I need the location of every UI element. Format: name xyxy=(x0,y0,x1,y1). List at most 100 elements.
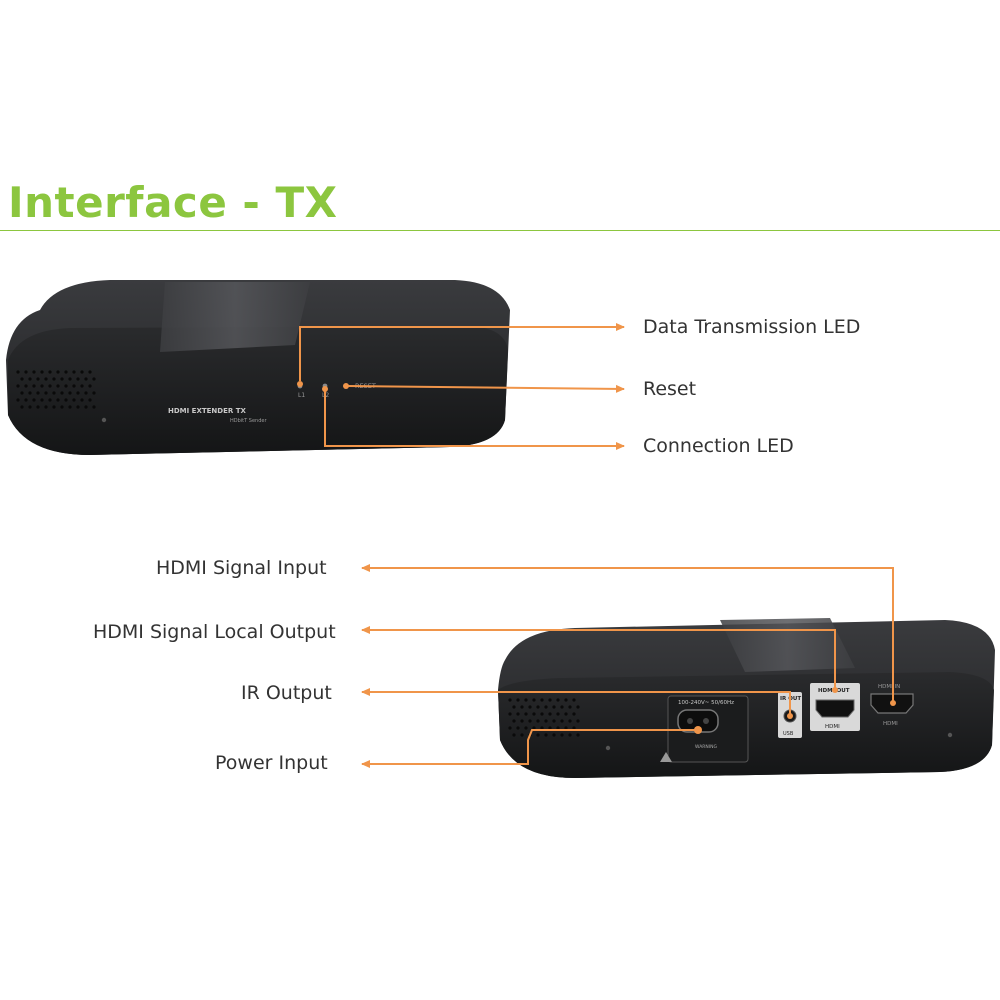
hdmi-in-sub-label: HDMI xyxy=(883,721,898,727)
rear-screw-hole-right xyxy=(947,732,953,738)
vent-hole xyxy=(508,726,512,730)
dot-ir-output xyxy=(787,713,793,719)
vent-hole xyxy=(52,377,56,381)
vent-hole xyxy=(516,726,520,730)
vent-hole xyxy=(40,398,44,402)
hdmi-local-output-port[interactable] xyxy=(815,699,855,718)
vent-hole xyxy=(64,370,68,374)
vent-hole xyxy=(32,384,36,388)
vent-hole xyxy=(512,733,516,737)
callout-hdmi-signal-local-output: HDMI Signal Local Output xyxy=(93,621,336,643)
vent-hole xyxy=(552,719,556,723)
leader-hdmi-signal-input xyxy=(361,564,894,703)
vent-hole xyxy=(88,370,92,374)
vent-hole xyxy=(56,398,60,402)
vent-hole xyxy=(564,698,568,702)
vent-hole xyxy=(556,712,560,716)
vent-hole xyxy=(532,726,536,730)
vent-hole xyxy=(548,712,552,716)
front-device-stripe xyxy=(160,282,310,352)
vent-hole xyxy=(536,719,540,723)
dot-reset xyxy=(343,383,349,389)
vent-hole xyxy=(536,705,540,709)
vent-hole xyxy=(28,391,32,395)
callout-hdmi-signal-input: HDMI Signal Input xyxy=(156,557,327,579)
vent-hole xyxy=(28,405,32,409)
vent-hole xyxy=(16,370,20,374)
vent-hole xyxy=(24,398,28,402)
vent-hole xyxy=(64,384,68,388)
vent-hole xyxy=(548,726,552,730)
vent-hole xyxy=(528,705,532,709)
vent-hole xyxy=(532,712,536,716)
vent-hole xyxy=(560,719,564,723)
rear-vent-grille xyxy=(508,698,580,737)
vent-hole xyxy=(520,719,524,723)
vent-hole xyxy=(524,726,528,730)
vent-hole xyxy=(560,705,564,709)
vent-hole xyxy=(528,719,532,723)
vent-hole xyxy=(16,384,20,388)
front-device-face xyxy=(8,326,508,455)
vent-hole xyxy=(52,391,56,395)
hdmi-out-sub-label: HDMI xyxy=(825,724,840,730)
front-model-label: HDMI EXTENDER TX xyxy=(168,407,246,415)
vent-hole xyxy=(548,698,552,702)
vent-hole xyxy=(92,377,96,381)
vent-hole xyxy=(540,726,544,730)
vent-hole xyxy=(60,377,64,381)
callout-ir-output: IR Output xyxy=(241,682,332,704)
power-pin-left xyxy=(687,718,693,724)
dot-hdmi-local-output xyxy=(832,687,838,693)
power-pin-right xyxy=(703,718,709,724)
vent-hole xyxy=(44,391,48,395)
vent-hole xyxy=(48,398,52,402)
vent-hole xyxy=(572,726,576,730)
leader-ir-output xyxy=(361,688,791,716)
vent-hole xyxy=(556,698,560,702)
vent-hole xyxy=(68,391,72,395)
front-sub-label: HDbitT Sender xyxy=(230,418,267,424)
page-title: Interface - TX xyxy=(8,178,338,227)
vent-hole xyxy=(524,712,528,716)
rear-device-stripe xyxy=(720,618,855,672)
vent-hole xyxy=(20,405,24,409)
vent-hole xyxy=(32,370,36,374)
vent-hole xyxy=(32,398,36,402)
vent-hole xyxy=(80,384,84,388)
vent-hole xyxy=(540,712,544,716)
vent-hole xyxy=(544,733,548,737)
vent-hole xyxy=(508,712,512,716)
vent-hole xyxy=(568,719,572,723)
vent-hole xyxy=(556,726,560,730)
vent-hole xyxy=(540,698,544,702)
vent-hole xyxy=(80,370,84,374)
ir-sub-label: USB xyxy=(783,731,794,737)
front-device: HDMI EXTENDER TX HDbitT Sender L1 L2 RES… xyxy=(6,280,510,455)
vent-hole xyxy=(552,733,556,737)
callout-connection-led: Connection LED xyxy=(643,435,794,457)
rear-screw-hole-left xyxy=(605,745,611,751)
vent-hole xyxy=(76,377,80,381)
rear-device: 100-240V~ 50/60Hz WARNING IR OUT USB HDM… xyxy=(498,618,995,778)
vent-hole xyxy=(72,398,76,402)
callout-data-transmission-led: Data Transmission LED xyxy=(643,316,861,338)
vent-hole xyxy=(92,405,96,409)
vent-hole xyxy=(76,391,80,395)
dot-hdmi-signal-input xyxy=(890,700,896,706)
callout-reset: Reset xyxy=(643,378,697,400)
vent-hole xyxy=(48,370,52,374)
vent-hole xyxy=(72,384,76,388)
vent-hole xyxy=(544,719,548,723)
vent-hole xyxy=(84,405,88,409)
leader-reset xyxy=(347,384,625,393)
rear-callout-leaders xyxy=(361,564,894,768)
vent-hole xyxy=(24,384,28,388)
vent-hole xyxy=(84,391,88,395)
dot-power-input xyxy=(694,726,702,734)
warning-label: WARNING xyxy=(695,744,717,750)
vent-hole xyxy=(520,705,524,709)
vent-hole xyxy=(508,698,512,702)
title-divider xyxy=(0,230,1000,231)
vent-hole xyxy=(40,384,44,388)
